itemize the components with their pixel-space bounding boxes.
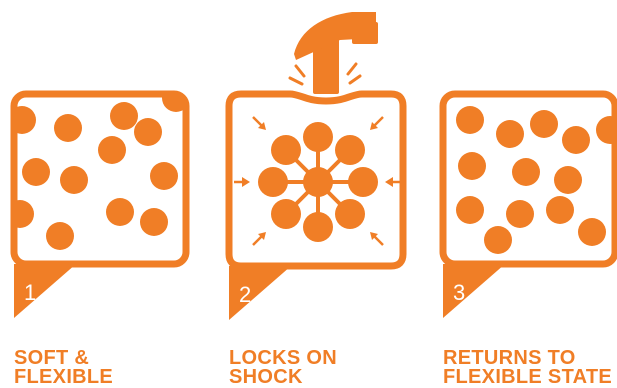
panel-3-number: 3	[453, 280, 465, 305]
hammer-icon	[294, 12, 378, 94]
panel-3-returns-flexible: 3	[443, 94, 617, 318]
panel-3-caption-line-2: FLEXIBLE STATE	[443, 368, 612, 387]
arrow-icon	[253, 117, 266, 130]
panel-2-locks-on-shock: 2	[229, 12, 403, 320]
arrow-icon	[370, 117, 383, 130]
panel-2-caption: LOCKS ON SHOCK	[229, 349, 337, 387]
arrow-icon	[385, 177, 400, 187]
panel-3-caption: RETURNS TO FLEXIBLE STATE	[443, 349, 612, 387]
panel-1-number: 1	[24, 280, 36, 305]
arrow-icon	[370, 232, 383, 245]
arrow-icon	[234, 177, 250, 187]
panel-1-caption-line-2: FLEXIBLE	[14, 368, 113, 387]
panel-1-particles	[6, 84, 190, 250]
panel-1-caption: SOFT & FLEXIBLE	[14, 349, 113, 387]
panel-2-caption-line-2: SHOCK	[229, 368, 337, 387]
panel-2-number: 2	[239, 282, 251, 307]
panel-3-particles	[456, 106, 617, 254]
panel-1-soft-flexible: 1	[6, 84, 190, 318]
arrow-icon	[253, 232, 266, 245]
panel-2-lattice	[258, 122, 378, 242]
